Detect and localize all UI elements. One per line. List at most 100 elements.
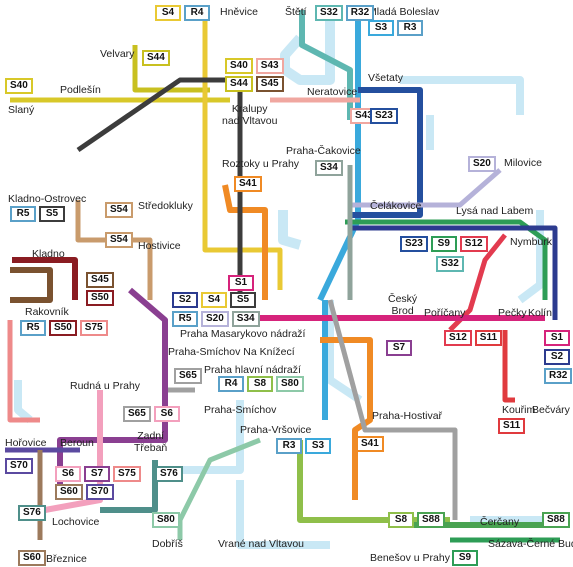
station-sazava: Sázava-Černé Budy — [488, 538, 573, 550]
line-badge-s41: S41 — [356, 436, 384, 452]
station-pecky: Pečky — [498, 307, 527, 319]
rail-line-s7 — [57, 287, 168, 500]
line-badge-s44: S44 — [142, 50, 170, 66]
line-badge-s6: S6 — [153, 406, 180, 422]
station-becvary: Bečváry — [532, 404, 570, 416]
line-badge-r3: R3 — [397, 20, 423, 36]
line-badge-s6: S6 — [55, 466, 81, 482]
rail-line-s2 — [350, 225, 558, 320]
rail-line-s6 — [44, 390, 103, 513]
line-badge-s76: S76 — [18, 505, 46, 521]
station-beroun: Beroun — [60, 437, 94, 449]
rail-line-r — [278, 210, 302, 250]
badge-group-s1b: S1 — [544, 330, 570, 346]
line-badge-s8: S8 — [388, 512, 414, 528]
line-badge-s4: S4 — [155, 5, 181, 21]
line-badge-s44: S44 — [225, 76, 253, 92]
line-badge-s70: S70 — [5, 458, 33, 474]
station-rakovnik: Rakovník — [25, 306, 69, 318]
badge-group-s54a: S54 — [105, 202, 133, 218]
station-neratovice: Neratovice — [307, 86, 358, 98]
line-badge-s7: S7 — [84, 466, 110, 482]
rail-line-r — [236, 480, 330, 549]
station-praha-masarykovo: Praha Masarykovo nádraží — [180, 328, 306, 340]
badge-group-s40: S40 — [5, 78, 33, 94]
line-badge-s9: S9 — [452, 550, 478, 566]
line-badge-r5: R5 — [20, 320, 46, 336]
station-praha-hl-n: Praha hlavní nádraží — [204, 364, 301, 376]
badge-group-s76a: S76 — [155, 466, 183, 482]
station-praha-cakovice: Praha-Čakovice — [286, 145, 361, 157]
badge-group-r32: R32 — [544, 368, 573, 384]
station-zadni-treban: Zadní Třebaň — [134, 430, 168, 454]
station-horovice: Hořovice — [5, 437, 47, 449]
rail-line-s65 — [327, 299, 458, 520]
badge-group-s80: S80 — [152, 512, 180, 528]
badge-group-s41b: S41 — [356, 436, 384, 452]
line-badge-s41: S41 — [234, 176, 262, 192]
rail-line-r — [180, 400, 244, 474]
badge-group-s2b: S2 — [544, 349, 570, 365]
rail-line-s20 — [350, 168, 502, 208]
station-hostivice: Hostivice — [138, 240, 181, 252]
rail-line-r — [326, 300, 363, 404]
rail-line-s44 — [132, 45, 210, 93]
line-badge-s60: S60 — [55, 484, 83, 500]
station-vrane: Vrané nad Vltavou — [218, 538, 305, 550]
badge-group-s20: S20 — [468, 156, 496, 172]
line-badge-s7: S7 — [386, 340, 412, 356]
line-badge-s76: S76 — [155, 466, 183, 482]
rail-line-s9 — [345, 219, 548, 300]
badge-group-s70a: S70 — [5, 458, 33, 474]
station-mlada-boleslav: Mladá Boleslav — [368, 6, 440, 18]
station-praha-hostivar: Praha-Hostivař — [372, 410, 443, 422]
line-badge-s11: S11 — [474, 330, 503, 346]
line-badge-s12: S12 — [459, 236, 488, 252]
line-badge-s23: S23 — [400, 236, 428, 252]
station-praha-vrsovice: Praha-Vršovice — [240, 424, 312, 436]
badge-group-s1a: S1 — [228, 275, 254, 291]
line-badge-r5: R5 — [10, 206, 36, 222]
line-badge-s70: S70 — [85, 484, 114, 500]
badge-group-s76b: S76 — [18, 505, 46, 521]
station-cesky-brod: Český Brod — [388, 293, 418, 317]
badge-group-s88: S88 — [542, 512, 570, 528]
line-badge-s40: S40 — [5, 78, 33, 94]
station-dobris: Dobříš — [152, 538, 183, 550]
station-praha-smichov: Praha-Smíchov — [204, 404, 277, 416]
line-badge-s20: S20 — [468, 156, 496, 172]
line-badge-s54: S54 — [105, 232, 133, 248]
badge-group-s54b: S54 — [105, 232, 133, 248]
station-kolin: Kolín — [528, 307, 552, 319]
line-badge-s50: S50 — [49, 320, 77, 336]
line-badge-r3: R3 — [276, 438, 302, 454]
badge-group-s9: S9 — [452, 550, 478, 566]
station-benesov: Benešov u Prahy — [370, 552, 450, 564]
line-badge-s20: S20 — [201, 311, 229, 327]
line-badge-s40: S40 — [225, 58, 253, 74]
badge-group-s41a: S41 — [234, 176, 262, 192]
station-lochovice: Lochovice — [52, 516, 100, 528]
line-badge-s32: S32 — [436, 256, 464, 272]
line-badge-s3: S3 — [305, 438, 331, 454]
station-cercany: Čerčany — [480, 516, 520, 528]
rail-line-r — [280, 20, 335, 85]
line-badge-s1: S1 — [544, 330, 570, 346]
station-kourim: Kouřim — [502, 404, 536, 416]
rail-line-s32 — [299, 10, 353, 120]
